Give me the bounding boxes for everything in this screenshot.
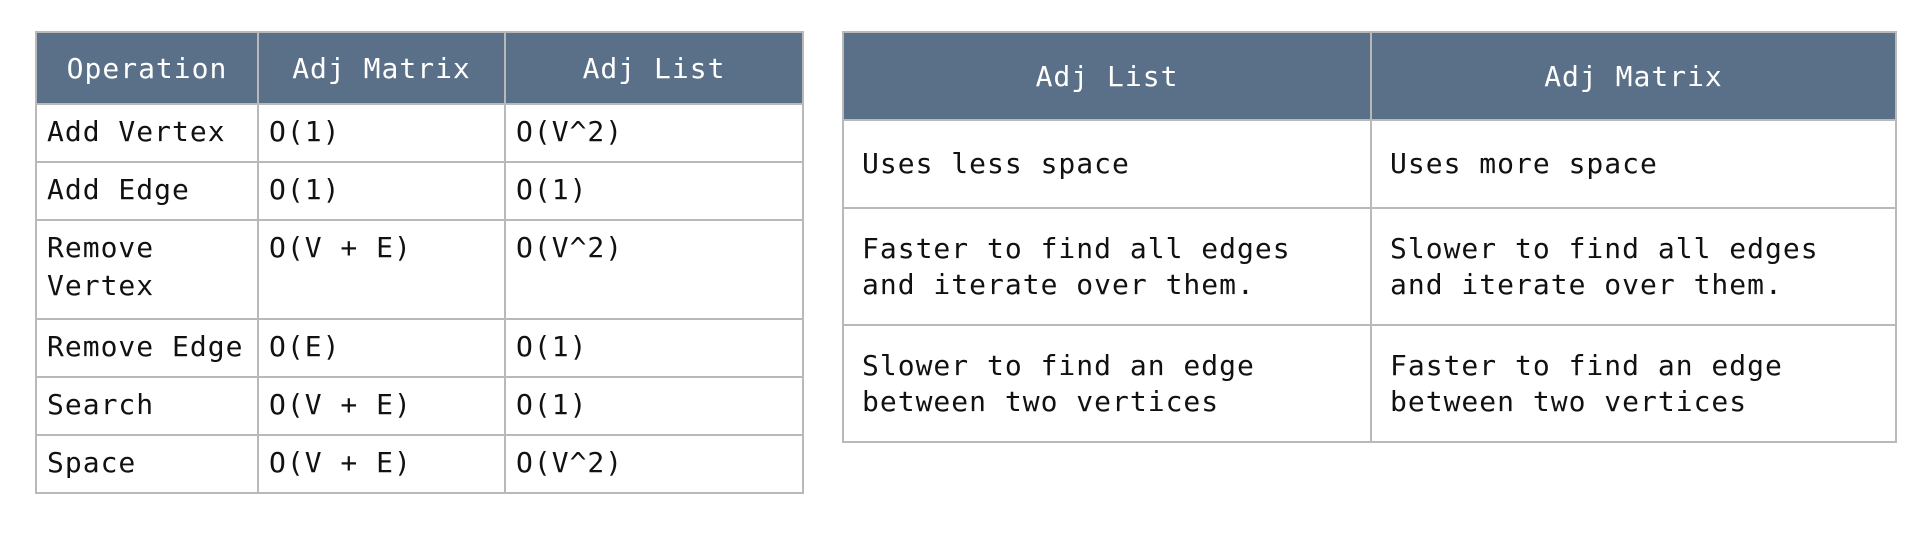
- adj-matrix-cell: Slower to find all edges and iterate ove…: [1370, 207, 1897, 326]
- operation-cell: Add Edge: [35, 161, 259, 221]
- table-row: Slower to find an edge between two verti…: [842, 324, 1897, 443]
- operation-cell: Space: [35, 434, 259, 494]
- adj-list-cell: Slower to find an edge between two verti…: [842, 324, 1372, 443]
- adj-list-cell: O(1): [504, 318, 804, 378]
- header-adj-list: Adj List: [842, 31, 1372, 121]
- adj-matrix-cell: O(V + E): [257, 434, 506, 494]
- header-operation: Operation: [35, 31, 259, 105]
- adj-list-cell: O(V^2): [504, 219, 804, 320]
- complexity-table: Operation Adj Matrix Adj List Add Vertex…: [35, 31, 804, 494]
- adj-matrix-cell: Faster to find an edge between two verti…: [1370, 324, 1897, 443]
- adj-list-cell: Faster to find all edges and iterate ove…: [842, 207, 1372, 326]
- header-adj-matrix: Adj Matrix: [257, 31, 506, 105]
- table-row: Add Edge O(1) O(1): [35, 161, 804, 221]
- adj-matrix-cell: O(1): [257, 103, 506, 163]
- table-row: Search O(V + E) O(1): [35, 376, 804, 436]
- header-adj-list: Adj List: [504, 31, 804, 105]
- table-row: Space O(V + E) O(V^2): [35, 434, 804, 494]
- table-row: Faster to find all edges and iterate ove…: [842, 207, 1897, 326]
- adj-list-cell: O(1): [504, 376, 804, 436]
- header-adj-matrix: Adj Matrix: [1370, 31, 1897, 121]
- operation-cell: Search: [35, 376, 259, 436]
- table-row: Remove Vertex O(V + E) O(V^2): [35, 219, 804, 320]
- table-row: Add Vertex O(1) O(V^2): [35, 103, 804, 163]
- operation-cell: Remove Edge: [35, 318, 259, 378]
- operation-cell: Add Vertex: [35, 103, 259, 163]
- adj-list-cell: O(1): [504, 161, 804, 221]
- adj-matrix-cell: O(E): [257, 318, 506, 378]
- adj-matrix-cell: O(V + E): [257, 376, 506, 436]
- adj-matrix-cell: Uses more space: [1370, 119, 1897, 209]
- adj-list-cell: Uses less space: [842, 119, 1372, 209]
- tradeoff-table: Adj List Adj Matrix Uses less space Uses…: [842, 31, 1897, 443]
- adj-matrix-cell: O(1): [257, 161, 506, 221]
- table-row: Uses less space Uses more space: [842, 119, 1897, 209]
- adj-matrix-cell: O(V + E): [257, 219, 506, 320]
- adj-list-cell: O(V^2): [504, 103, 804, 163]
- adj-list-cell: O(V^2): [504, 434, 804, 494]
- complexity-header-row: Operation Adj Matrix Adj List: [35, 31, 804, 105]
- operation-cell: Remove Vertex: [35, 219, 259, 320]
- table-row: Remove Edge O(E) O(1): [35, 318, 804, 378]
- tradeoff-header-row: Adj List Adj Matrix: [842, 31, 1897, 121]
